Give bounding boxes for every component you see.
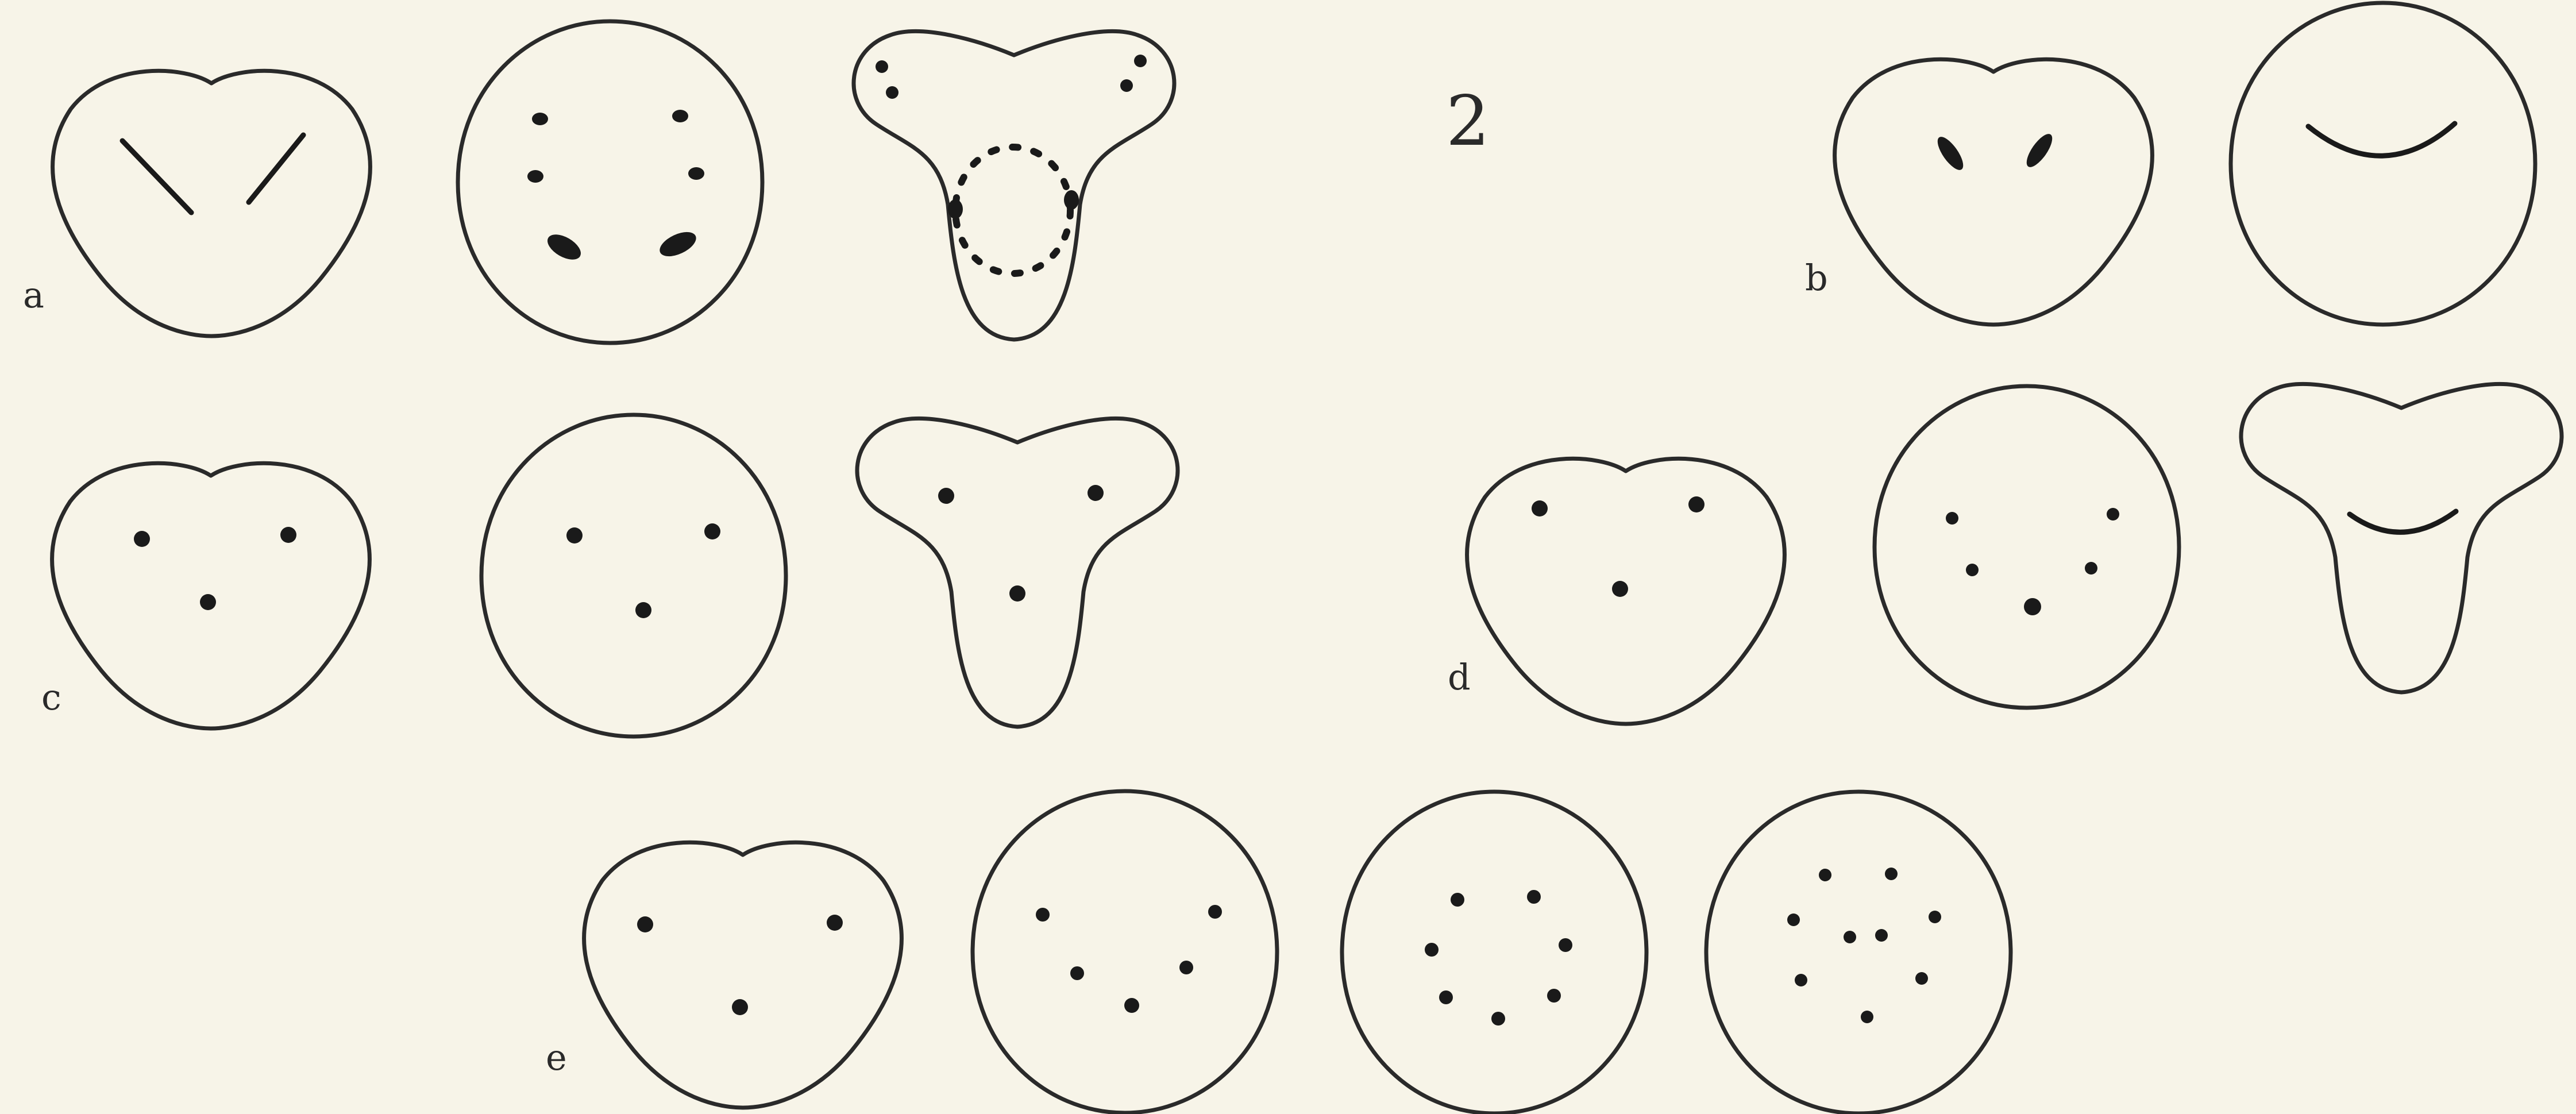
e-round-shape-2 bbox=[1342, 792, 1646, 1113]
panel-c: c bbox=[41, 415, 1178, 737]
panel-a-label: a bbox=[23, 274, 44, 316]
a-round-shape bbox=[458, 21, 762, 343]
c-round-shape bbox=[481, 415, 786, 737]
panel-d: d bbox=[1448, 384, 2562, 724]
a-heart-shape bbox=[53, 71, 371, 336]
c-heart-shape bbox=[52, 463, 370, 728]
b-heart-shape bbox=[1835, 59, 2153, 325]
e-round-shape-3 bbox=[1706, 792, 2011, 1113]
c-trilobed-shape bbox=[857, 418, 1178, 727]
panel-e: e bbox=[546, 791, 2011, 1113]
panel-c-label: c bbox=[41, 676, 61, 718]
d-heart-shape bbox=[1467, 458, 1785, 724]
d-trilobed-shape bbox=[2241, 384, 2562, 692]
e-round-shape-1 bbox=[973, 791, 1277, 1113]
b-round-shape bbox=[2231, 3, 2535, 325]
e-heart-shape bbox=[584, 842, 902, 1108]
a-trilobed-shape bbox=[854, 31, 1174, 340]
panel-d-label: d bbox=[1448, 656, 1471, 698]
d-round-shape bbox=[1875, 386, 2179, 708]
panel-a: a bbox=[23, 21, 1174, 343]
panel-e-label: e bbox=[546, 1036, 567, 1078]
panel-b: b bbox=[1805, 3, 2535, 325]
panel-b-label: b bbox=[1805, 257, 1828, 299]
figure-number: 2 bbox=[1446, 82, 1490, 161]
